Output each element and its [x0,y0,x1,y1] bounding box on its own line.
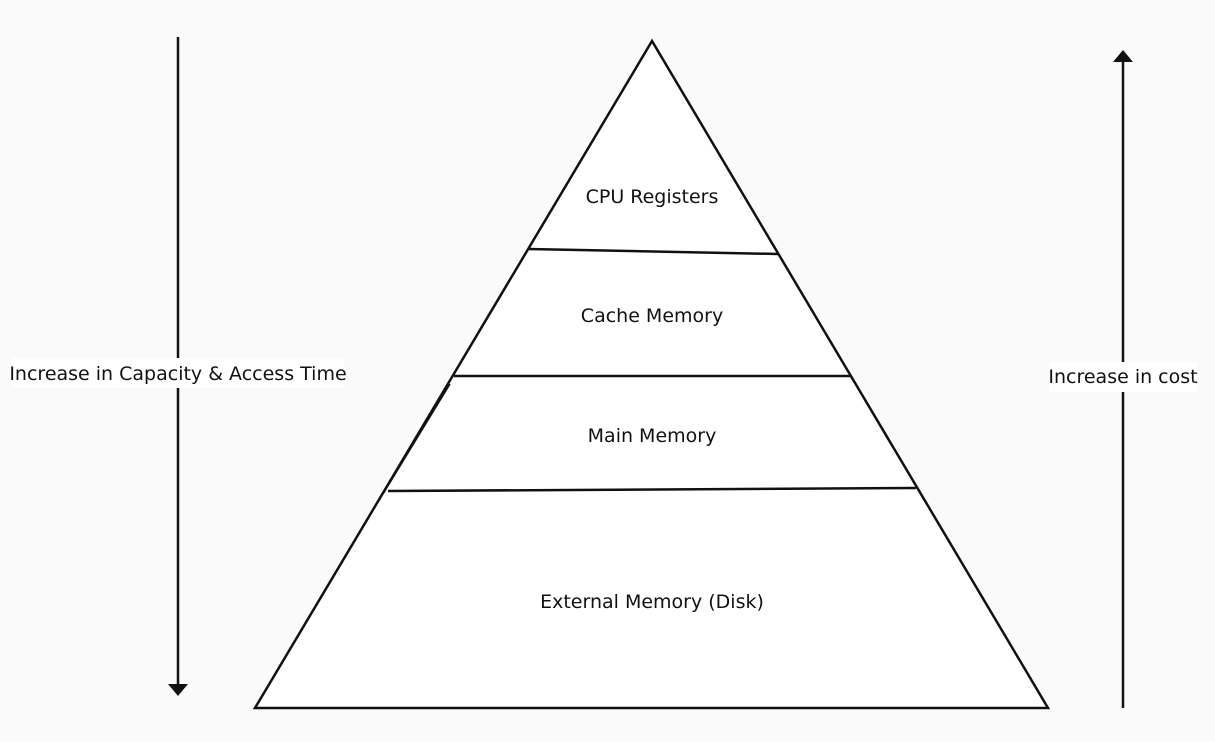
pyramid-outline [252,38,1051,710]
level-label-main-memory: Main Memory [588,425,717,447]
level-divider-3 [387,486,917,493]
sketch-stroke [382,383,451,495]
right-axis-label: Increase in cost [1048,366,1197,388]
level-label-cache-memory: Cache Memory [581,305,723,327]
level-divider-1 [527,247,779,256]
right-axis-label-bg [1049,362,1197,392]
left-axis-label: Increase in Capacity & Access Time [9,363,346,385]
level-label-cpu-registers: CPU Registers [586,186,719,208]
level-label-external-memory: External Memory (Disk) [540,591,764,613]
left-axis-label-bg [12,358,344,388]
